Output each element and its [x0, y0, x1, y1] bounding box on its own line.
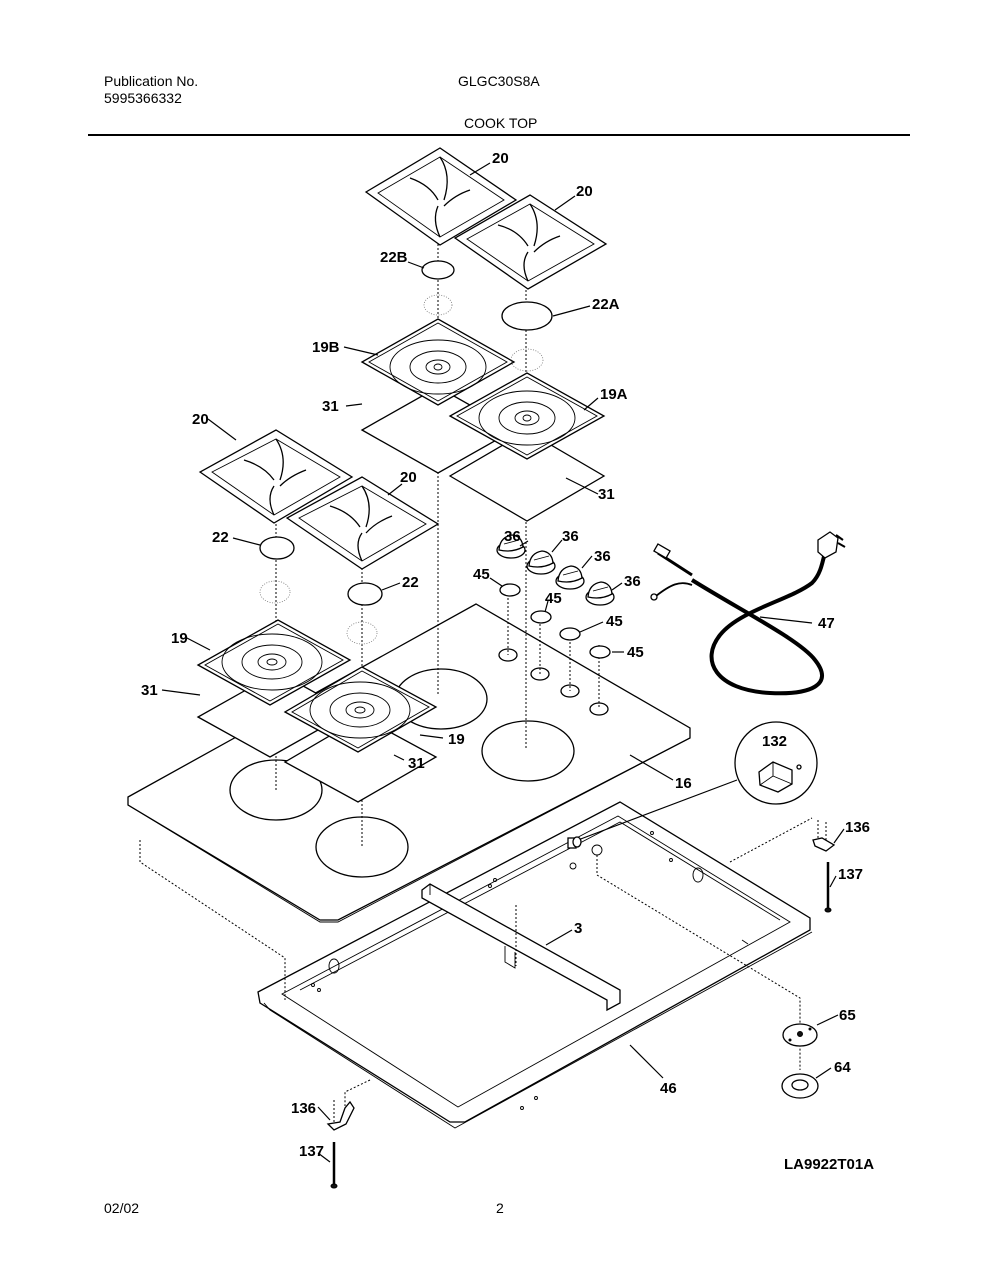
knob-1: [496, 534, 526, 559]
leader-lines: [161, 162, 845, 1163]
callout-grate-20: 20: [192, 411, 209, 428]
callout-seal-31: 31: [322, 398, 339, 415]
knob-4: [585, 581, 615, 606]
callout-grate-20: 20: [400, 469, 417, 486]
callout-igniter-132: 132: [762, 733, 787, 750]
callout-knob-36: 36: [504, 528, 521, 545]
drawing-code: LA9922T01A: [784, 1156, 874, 1173]
callout-seal-31: 31: [408, 755, 425, 772]
callout-rail-3: 3: [574, 920, 582, 937]
screw-137-right: [824, 862, 832, 913]
mount-plate-64: [781, 1073, 819, 1099]
callout-bracket-136: 136: [291, 1100, 316, 1117]
grate-20-mid-right: [285, 476, 440, 570]
publication-label: Publication No.: [104, 73, 199, 89]
callout-burner-19a: 19A: [600, 386, 628, 403]
knob-bezels-45: [499, 583, 611, 659]
callout-seal-31: 31: [598, 486, 615, 503]
burner-caps: [259, 260, 553, 606]
support-rail-3: [421, 883, 621, 1012]
igniter-module-132: [572, 721, 818, 848]
bracket-136-right: [812, 837, 836, 852]
callout-screw-137: 137: [838, 866, 863, 883]
callout-bezel-45: 45: [606, 613, 623, 630]
burner-heads: [259, 294, 544, 645]
screw-137-left: [330, 1142, 338, 1189]
header-rule: [88, 134, 910, 136]
cooktop-frame-46: [257, 801, 813, 1129]
burner-pan-19-left: [196, 619, 352, 758]
callout-mount-64: 64: [834, 1059, 851, 1076]
callout-mount-65: 65: [839, 1007, 856, 1024]
knob-3: [555, 565, 585, 590]
burner-pan-19a: [448, 372, 606, 522]
callout-seal-31: 31: [141, 682, 158, 699]
page-number: 2: [496, 1200, 504, 1216]
callout-bezel-45: 45: [545, 590, 562, 607]
callout-cap-22b: 22B: [380, 249, 408, 266]
control-knobs-36: [496, 534, 615, 606]
section-title: COOK TOP: [464, 115, 538, 131]
callout-bracket-136: 136: [845, 819, 870, 836]
callout-cap-22: 22: [402, 574, 419, 591]
grate-20-top-right: [453, 194, 608, 290]
grate-20-mid-left: [198, 429, 354, 524]
callout-knob-36: 36: [594, 548, 611, 565]
mount-plate-65: [782, 1023, 818, 1047]
callout-bezel-45: 45: [473, 566, 490, 583]
burner-pan-19-right: [283, 666, 438, 803]
bracket-136-left: [326, 1100, 355, 1131]
callout-screw-137: 137: [299, 1143, 324, 1160]
knob-2: [526, 550, 556, 575]
publication-number: 5995366332: [104, 90, 182, 106]
grate-20-top-left: [364, 147, 518, 246]
callout-power-cord-47: 47: [818, 615, 835, 632]
callout-knob-36: 36: [562, 528, 579, 545]
callout-labels: 20 20 22B 22A 19B 19A 31 31 20 20 22 22 …: [141, 150, 874, 1173]
callout-frame-46: 46: [660, 1080, 677, 1097]
footer-date: 02/02: [104, 1200, 140, 1216]
callout-burner-19: 19: [448, 731, 465, 748]
callout-grate-20: 20: [576, 183, 593, 200]
callout-cap-22: 22: [212, 529, 229, 546]
callout-burner-19: 19: [171, 630, 188, 647]
callout-knob-36: 36: [624, 573, 641, 590]
callout-burner-19b: 19B: [312, 339, 340, 356]
callout-cap-22a: 22A: [592, 296, 620, 313]
callout-grate-20: 20: [492, 150, 509, 167]
callout-bezel-45: 45: [627, 644, 644, 661]
power-cord-47: [650, 531, 846, 696]
model-number: GLGC30S8A: [458, 73, 540, 89]
callout-glass-top-16: 16: [675, 775, 692, 792]
